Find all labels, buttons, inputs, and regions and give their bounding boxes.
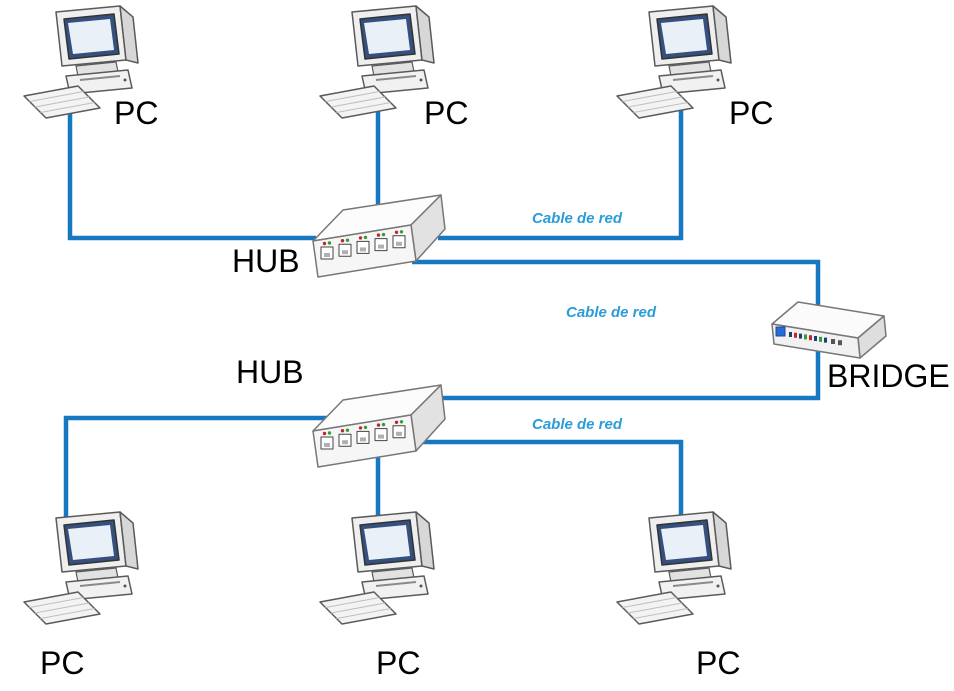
cable-pc-top-right-to-hub-top — [438, 104, 684, 241]
pc-top-left-label: PC — [114, 95, 159, 131]
cable-bridge-to-hub-bottom — [438, 348, 821, 401]
cable-pc-top-left-to-hub-top — [67, 104, 316, 241]
pc-top-middle-label: PC — [424, 95, 469, 131]
bridge-icon — [771, 301, 887, 359]
pc-top-right-label: PC — [729, 95, 774, 131]
cable-label-middle: Cable de red — [566, 304, 657, 321]
pc-icon-top-middle — [319, 5, 435, 119]
hub-bottom-label: HUB — [236, 354, 304, 390]
cables — [63, 104, 821, 526]
pc-icon-bottom-left — [23, 511, 139, 625]
hub-top-label: HUB — [232, 243, 300, 279]
pc-bottom-left-label: PC — [40, 645, 85, 681]
pc-icon-bottom-right — [616, 511, 732, 625]
cable-hub-bottom-to-pc-bottom-right — [406, 439, 684, 524]
cable-hub-top-to-bridge — [412, 259, 821, 308]
cable-label-top: Cable de red — [532, 210, 623, 227]
cable-hub-bottom-to-pc-bottom-left — [63, 415, 330, 526]
hub-icon-top — [312, 194, 446, 278]
bridge-label: BRIDGE — [827, 358, 950, 394]
cable-label-bottom: Cable de red — [532, 416, 623, 433]
pc-icon-top-right — [616, 5, 732, 119]
pc-bottom-right-label: PC — [696, 645, 741, 681]
pc-bottom-middle-label: PC — [376, 645, 421, 681]
hub-icon-bottom — [312, 384, 446, 468]
pc-icon-bottom-middle — [319, 511, 435, 625]
